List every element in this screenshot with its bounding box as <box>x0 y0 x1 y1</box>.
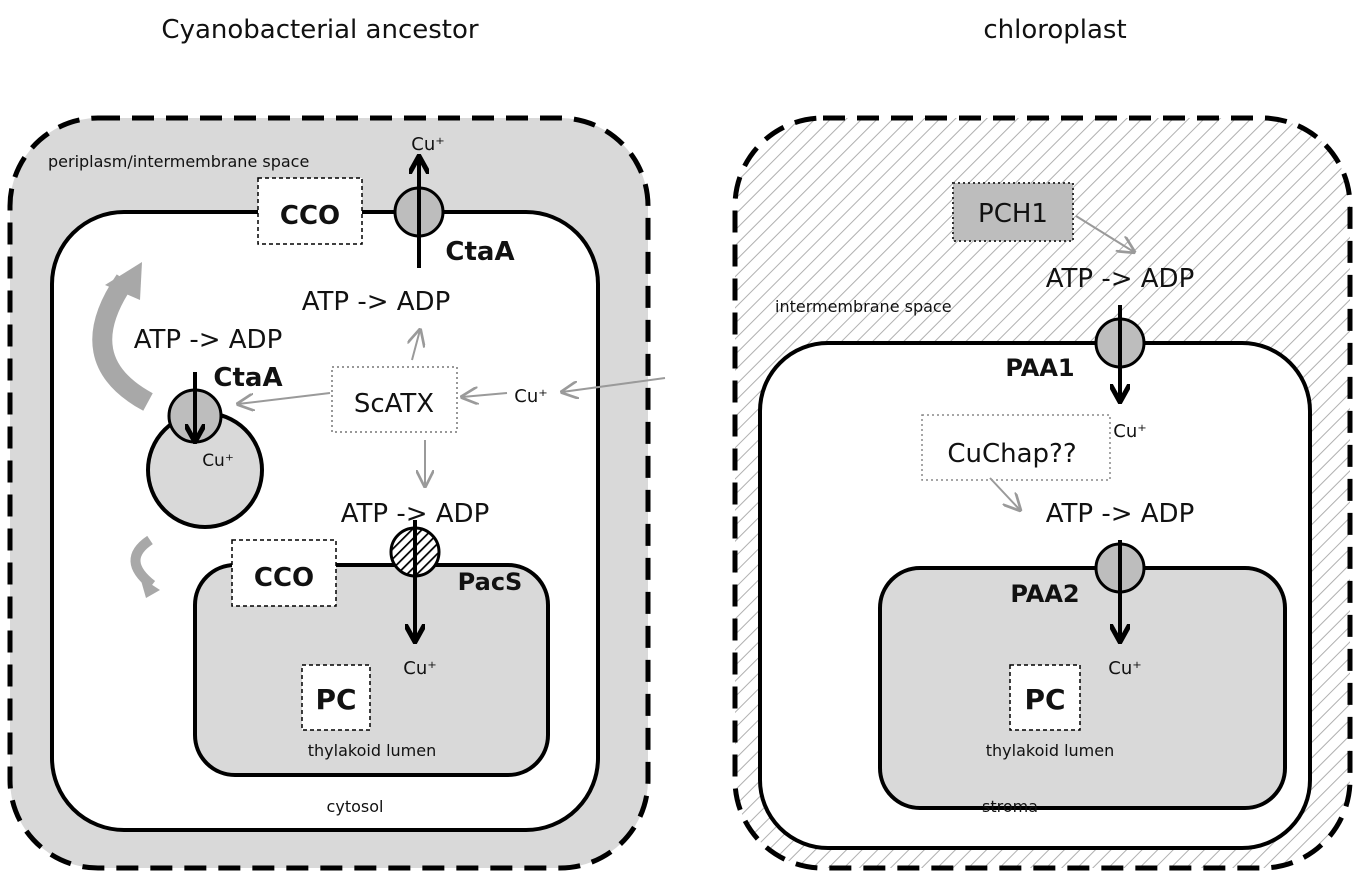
pc-box <box>1009 664 1081 731</box>
cco-box <box>231 539 337 607</box>
cu-label: Cu⁺ <box>411 134 444 155</box>
paa1-label: PAA1 <box>1005 354 1074 382</box>
small-curved-arrow <box>130 535 156 589</box>
cytosol-label: cytosol <box>327 797 384 816</box>
cuchap-label: CuChap?? <box>947 439 1076 469</box>
scatx-box <box>331 366 458 433</box>
pch1-box <box>952 182 1074 242</box>
cyanobacterial-panel: Cyanobacterial ancestor periplasm/interm… <box>7 15 666 871</box>
cu-label: Cu⁺ <box>1113 421 1146 442</box>
scatx-label: ScATX <box>354 389 434 419</box>
atp-adp-label: ATP -> ADP <box>302 287 451 317</box>
pc-label: PC <box>1024 683 1065 716</box>
atp-adp-label: ATP -> ADP <box>134 325 283 355</box>
gray-arrow <box>562 377 666 392</box>
gray-arrow <box>989 477 1020 510</box>
atp-adp-label: ATP -> ADP <box>1046 499 1195 529</box>
gray-arrow <box>462 393 508 397</box>
cco-label: CCO <box>280 201 340 231</box>
cco-box <box>257 177 363 245</box>
stroma-label: stroma <box>982 797 1038 816</box>
cu-label: Cu⁺ <box>403 658 436 679</box>
ctaa-vesicle-label: CtaA <box>213 363 282 393</box>
paa2-label: PAA2 <box>1010 580 1079 608</box>
cuchap-box <box>921 414 1111 481</box>
gray-arrow <box>412 330 420 361</box>
pacs-label: PacS <box>458 568 523 596</box>
vesicle-fusion-arrow <box>92 274 153 411</box>
arrowhead-icon <box>140 577 160 598</box>
lumen-label: thylakoid lumen <box>308 741 436 760</box>
thylakoid <box>193 563 550 777</box>
intermembrane-label: intermembrane space <box>775 297 952 316</box>
periplasm-label: periplasm/intermembrane space <box>48 152 309 171</box>
arrowhead-icon <box>105 262 142 300</box>
cu-label: Cu⁺ <box>514 386 547 407</box>
pc-label: PC <box>315 683 356 716</box>
chloroplast-panel: chloroplast PCH1 ATP -> ADP intermembran… <box>732 15 1353 871</box>
pc-box <box>301 664 371 731</box>
gray-arrow <box>238 392 331 404</box>
panel-title: chloroplast <box>983 15 1126 45</box>
cco-label: CCO <box>254 563 314 593</box>
panel-title: Cyanobacterial ancestor <box>161 15 478 45</box>
lumen-label: thylakoid lumen <box>986 741 1114 760</box>
thylakoid <box>878 566 1287 810</box>
cu-label: Cu⁺ <box>1108 658 1141 679</box>
atp-adp-label: ATP -> ADP <box>1046 264 1195 294</box>
ctaa-label: CtaA <box>445 237 514 267</box>
gray-arrow <box>1075 215 1134 252</box>
pch1-label: PCH1 <box>978 199 1048 229</box>
cu-label: Cu⁺ <box>202 451 234 471</box>
